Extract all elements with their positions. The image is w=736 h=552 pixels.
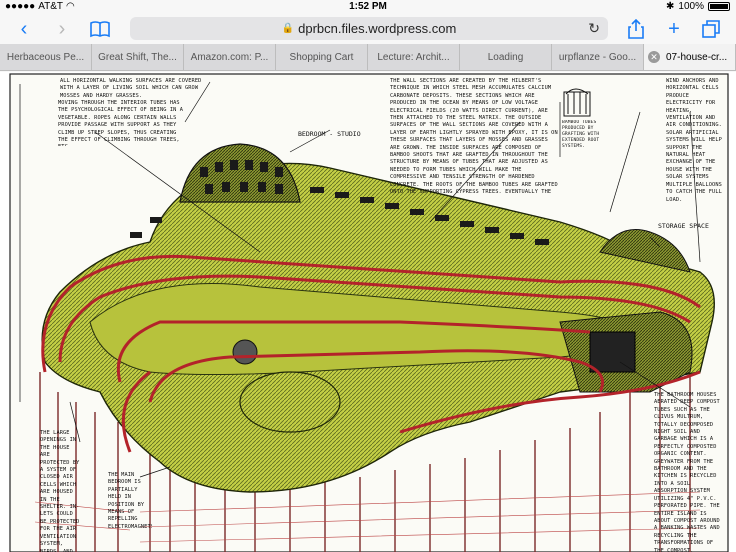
page-content: ALL HORIZONTAL WALKING SURFACES ARE COVE… — [0, 72, 736, 552]
bluetooth-icon: ✱ — [666, 1, 675, 12]
tab-loading[interactable]: Loading — [460, 44, 552, 70]
tabs-overview-button[interactable] — [697, 17, 725, 41]
tab-label: Amazon.com: P... — [190, 51, 269, 63]
new-tab-button[interactable]: + — [668, 17, 680, 40]
tab-lecture[interactable]: Lecture: Archit... — [368, 44, 460, 70]
tab-great-shift[interactable]: Great Shift, The... — [92, 44, 184, 70]
note-bamboo-tubes: BAMBOO TUBES PRODUCED BY GRAFTING WITH E… — [562, 120, 600, 149]
clock: 1:52 PM — [349, 1, 387, 12]
tab-strip: Herbaceous Pe... Great Shift, The... Ama… — [0, 44, 736, 71]
forward-button[interactable]: › — [58, 17, 66, 40]
house-drawing-image — [9, 73, 729, 552]
note-wall-sections: THE WALL SECTIONS ARE CREATED BY THE HIL… — [390, 78, 558, 196]
note-bathroom: THE BATHROOM HOUSES AERATED DEEP COMPOST… — [654, 392, 720, 552]
note-moving-through-tubes: MOVING THROUGH THE INTERIOR TUBES HAS TH… — [58, 100, 183, 146]
leader-lines — [19, 81, 701, 478]
support-columns — [39, 352, 691, 552]
label-storage-space: STORAGE SPACE — [658, 222, 709, 230]
tab-label: Loading — [487, 51, 524, 63]
status-right: ✱ 100% — [666, 1, 730, 12]
note-wind-anchors: WIND ANCHORS AND HORIZONTAL CELLS PRODUC… — [666, 78, 722, 203]
address-bar[interactable]: 🔒 dprbcn.files.wordpress.com ↻ — [130, 17, 608, 40]
note-top-left: ALL HORIZONTAL WALKING SURFACES ARE COVE… — [60, 78, 202, 99]
battery-icon — [708, 2, 730, 11]
tab-label: urpflanze - Goo... — [558, 51, 637, 63]
reload-icon[interactable]: ↻ — [588, 20, 600, 36]
column-ties — [34, 491, 701, 543]
back-button[interactable]: ‹ — [20, 17, 28, 40]
bamboo-sketch — [563, 88, 591, 117]
close-tab-icon[interactable]: ✕ — [648, 51, 660, 63]
tab-label: Great Shift, The... — [98, 51, 177, 63]
tab-amazon[interactable]: Amazon.com: P... — [184, 44, 276, 70]
tab-shopping-cart[interactable]: Shopping Cart — [276, 44, 368, 70]
red-handrails — [41, 254, 701, 453]
tab-label: 07-house-cr... — [666, 51, 728, 63]
carrier-label: AT&T — [38, 1, 64, 12]
tab-herbaceous[interactable]: Herbaceous Pe... — [0, 44, 92, 70]
lock-icon: 🔒 — [281, 23, 295, 34]
wifi-icon: ◠ — [66, 1, 75, 12]
note-large-openings: THE LARGE OPENINGS IN THE HOUSE ARE PROT… — [40, 430, 80, 552]
tab-label: Herbaceous Pe... — [6, 51, 85, 63]
bookmarks-button[interactable] — [86, 17, 114, 41]
share-icon — [628, 19, 644, 39]
url-text: dprbcn.files.wordpress.com — [298, 21, 457, 36]
tabs-icon — [702, 20, 720, 38]
tab-label: Shopping Cart — [289, 51, 354, 63]
note-main-bedroom: THE MAIN BEDROOM IS PARTIALLY HELD IN PO… — [108, 472, 152, 530]
signal-icon: ●●●●● — [5, 1, 36, 12]
battery-percent: 100% — [678, 1, 704, 12]
tab-house-active[interactable]: ✕ 07-house-cr... — [644, 44, 736, 70]
label-bedroom-studio: BEDROOM - STUDIO — [298, 130, 361, 138]
status-left: ●●●●● AT&T ◠ — [5, 1, 75, 12]
tab-label: Lecture: Archit... — [377, 51, 450, 63]
wing-windows — [130, 187, 549, 245]
status-bar: ●●●●● AT&T ◠ 1:52 PM ✱ 100% — [0, 0, 736, 14]
tab-urpflanze[interactable]: urpflanze - Goo... — [552, 44, 644, 70]
share-button[interactable] — [622, 17, 650, 41]
browser-toolbar: ‹ › 🔒 dprbcn.files.wordpress.com ↻ + — [0, 14, 736, 44]
book-icon — [90, 21, 110, 38]
